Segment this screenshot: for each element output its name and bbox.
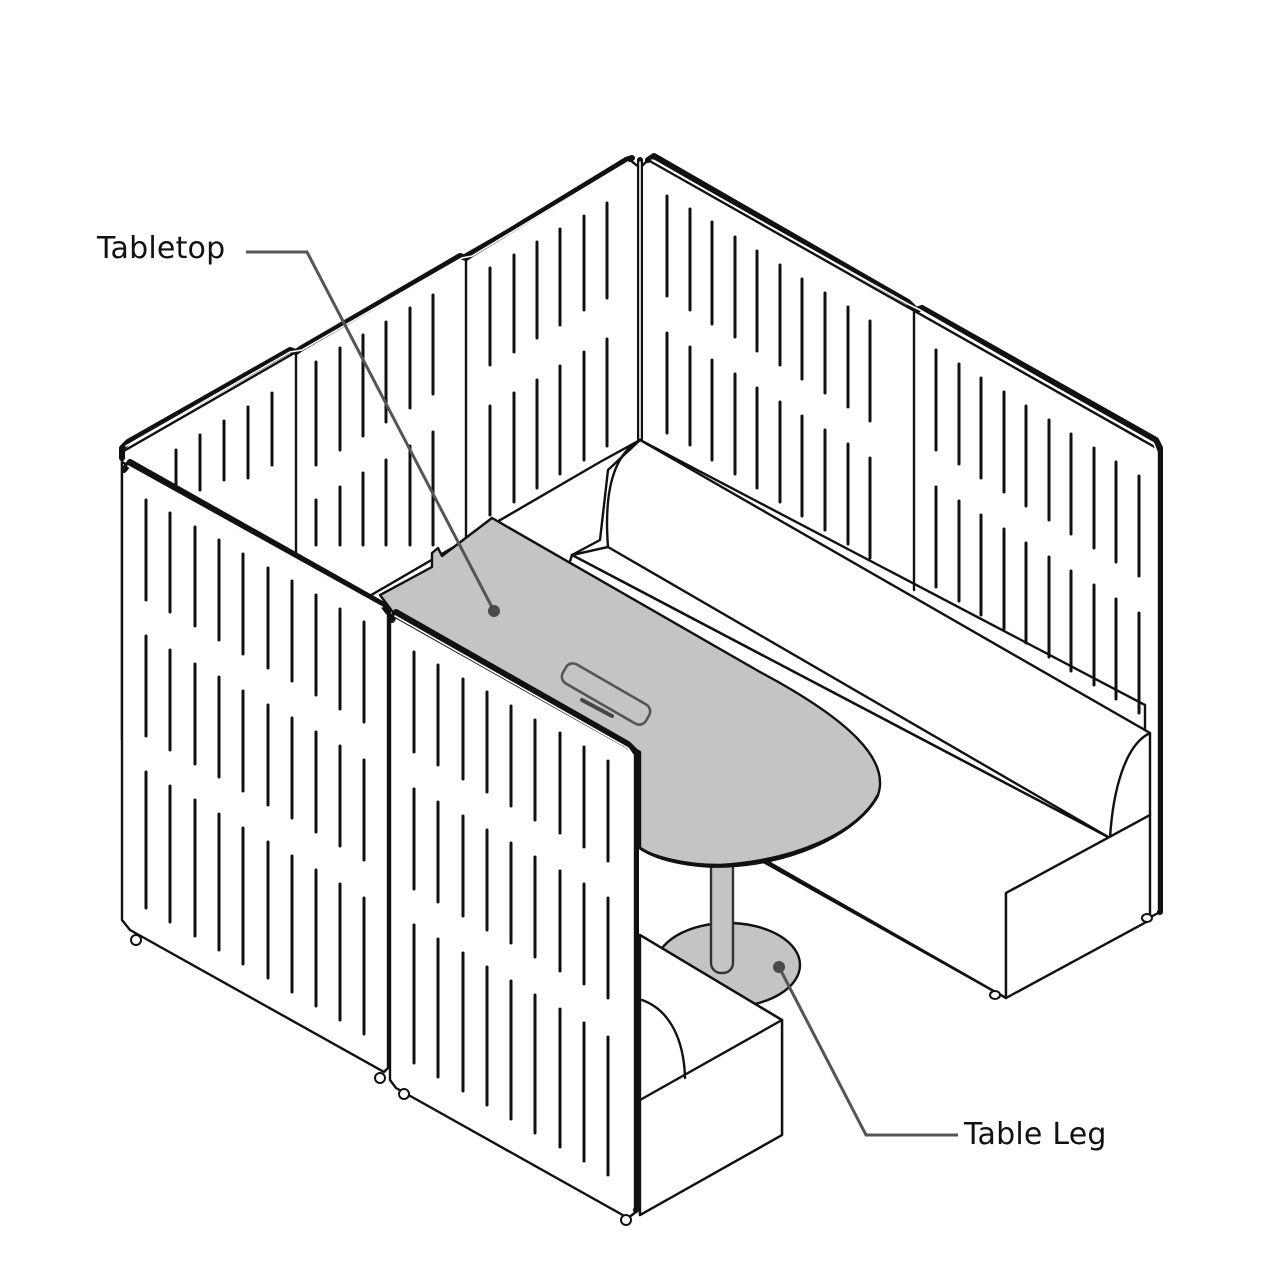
table-leg-leader-line [773,961,958,1137]
slot-pattern [665,194,1141,715]
front-left-panel [120,459,391,1084]
slot-pattern [412,650,610,1177]
back-right-wall [637,153,1163,922]
cable-grommet [560,662,652,726]
tabletop [378,516,882,868]
table-leg-label: Table Leg [964,1117,1107,1152]
slot-pattern [174,201,609,547]
front-middle-panel [388,609,639,1226]
slot-pattern [144,498,366,1036]
front-left-bench [638,933,784,1217]
tabletop-leader-line [246,250,500,617]
tabletop-label: Tabletop [97,231,226,266]
